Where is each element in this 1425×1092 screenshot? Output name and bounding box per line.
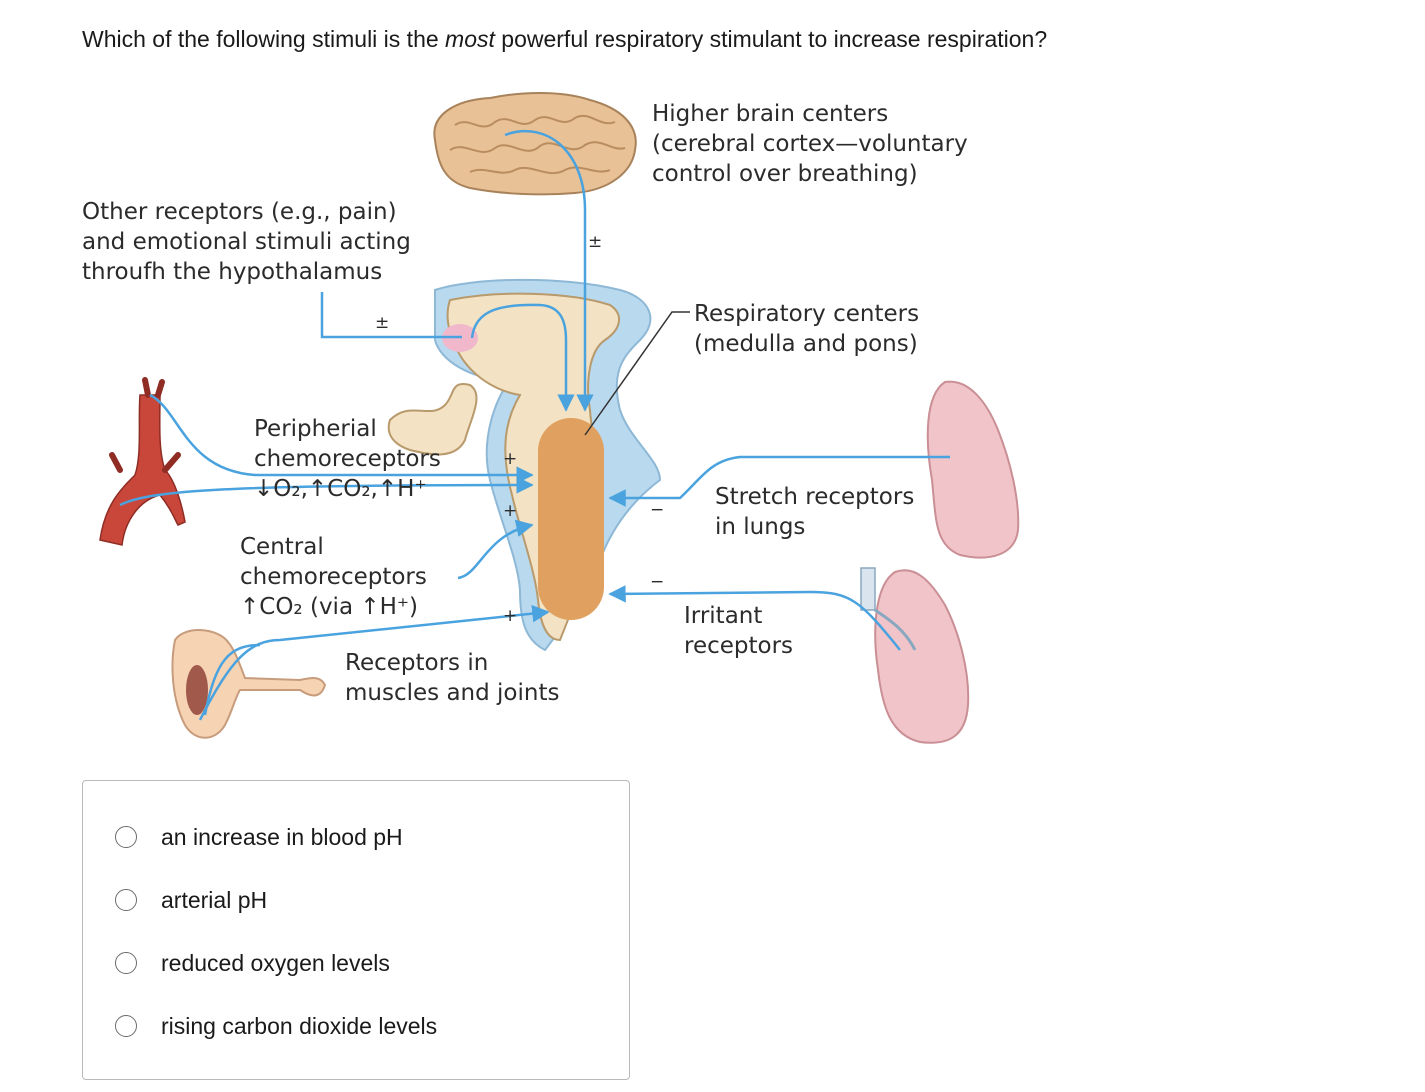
radio-option-4[interactable] <box>115 1015 137 1037</box>
respiration-control-diagram: Higher brain centers (cerebral cortex—vo… <box>82 92 1020 744</box>
option-1-text: an increase in blood pH <box>161 823 403 850</box>
option-4-text: rising carbon dioxide levels <box>161 1012 438 1039</box>
diagram-artwork <box>99 92 1020 744</box>
respiratory-centers-label: Respiratory centers (medulla and pons) <box>694 301 920 357</box>
higher-brain-centers-label: Higher brain centers (cerebral cortex—vo… <box>652 101 968 187</box>
sign-stretch: − <box>650 500 665 520</box>
sign-brain: ± <box>588 232 603 252</box>
lung-stretch-illustration <box>926 380 1020 559</box>
lung-irritant-illustration <box>860 567 970 744</box>
sign-peripheral: + <box>503 449 518 469</box>
brain-illustration <box>433 92 637 196</box>
sign-irritant: − <box>650 572 665 592</box>
answer-options-box: an increase in blood pH arterial pH redu… <box>82 780 630 1080</box>
option-2[interactable]: arterial pH <box>115 883 267 917</box>
question-emphasis: most <box>445 26 495 52</box>
aorta-illustration <box>99 377 186 546</box>
respiratory-center-shape <box>538 418 604 620</box>
arm-illustration <box>171 629 327 739</box>
option-3[interactable]: reduced oxygen levels <box>115 946 390 980</box>
option-4[interactable]: rising carbon dioxide levels <box>115 1009 437 1043</box>
respiratory-centers-leader <box>584 311 690 436</box>
sign-central: + <box>503 501 518 521</box>
other-receptors-label: Other receptors (e.g., pain) and emotion… <box>82 199 411 285</box>
irritant-receptors-label: Irritant receptors <box>684 603 794 659</box>
radio-option-1[interactable] <box>115 826 137 848</box>
question-text: Which of the following stimuli is the mo… <box>82 26 1048 52</box>
sign-hypothalamus: ± <box>375 313 390 333</box>
peripheral-chemoreceptors-label: Peripherial chemoreceptors ↓O₂,↑CO₂,↑H⁺ <box>254 416 441 502</box>
option-1[interactable]: an increase in blood pH <box>115 820 403 854</box>
pathway-arrows <box>119 129 950 721</box>
radio-option-3[interactable] <box>115 952 137 974</box>
sign-muscles: + <box>503 606 518 626</box>
option-2-text: arterial pH <box>161 886 268 913</box>
radio-option-2[interactable] <box>115 889 137 911</box>
central-chemoreceptors-label: Central chemoreceptors ↑CO₂ (via ↑H⁺) <box>240 534 427 620</box>
stretch-receptors-label: Stretch receptors in lungs <box>715 484 915 540</box>
muscle-joint-receptors-label: Receptors in muscles and joints <box>345 650 560 706</box>
option-3-text: reduced oxygen levels <box>161 949 390 976</box>
